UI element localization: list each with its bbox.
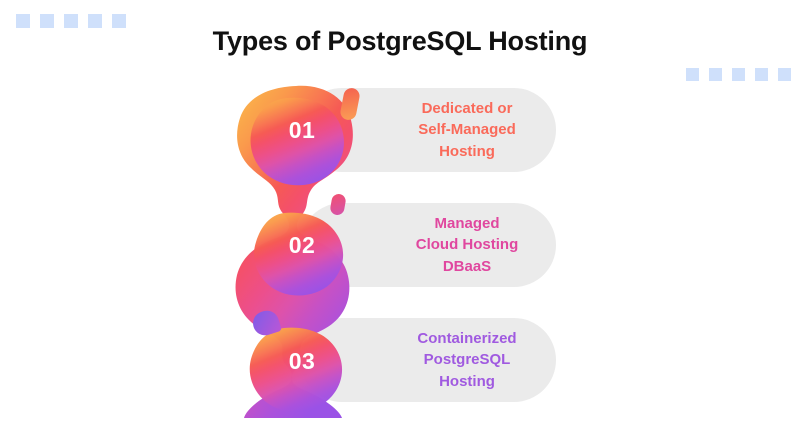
card-1-line-1: Dedicated or	[421, 100, 513, 118]
dot-square	[40, 14, 54, 28]
dot-square	[778, 68, 791, 81]
blob-number-3: 03	[288, 348, 316, 374]
gradient-blob-chain	[235, 85, 353, 418]
hosting-card-3: Containerized PostgreSQL Hosting	[300, 318, 556, 402]
card-3-line-3: Hosting	[439, 372, 495, 390]
dot-square	[112, 14, 126, 28]
hosting-card-2-text: Managed Cloud Hosting DBaaS	[386, 213, 548, 277]
page-title: Types of PostgreSQL Hosting	[212, 26, 588, 56]
dot-square	[88, 14, 102, 28]
dot-square	[732, 68, 745, 81]
dot-square	[709, 68, 722, 81]
blob-number-2: 02	[288, 232, 316, 258]
card-2-line-3: DBaaS	[442, 257, 492, 275]
card-2-line-1: Managed	[434, 215, 500, 233]
dot-square	[64, 14, 78, 28]
dot-square	[755, 68, 768, 81]
blob-number-1: 01	[288, 117, 316, 143]
card-2-line-2: Cloud Hosting	[415, 236, 519, 254]
dot-square	[686, 68, 699, 81]
card-3-line-1: Containerized	[417, 330, 517, 348]
dot-square	[16, 14, 30, 28]
card-1-line-3: Hosting	[439, 142, 495, 160]
hosting-card-2: Managed Cloud Hosting DBaaS	[300, 203, 556, 287]
card-3-line-2: PostgreSQL	[423, 351, 511, 369]
hosting-card-1-text: Dedicated or Self-Managed Hosting	[386, 98, 548, 162]
decorative-dots-top-left	[16, 14, 126, 28]
hosting-card-3-text: Containerized PostgreSQL Hosting	[386, 328, 548, 392]
decorative-dots-top-right	[686, 68, 791, 81]
card-1-line-2: Self-Managed	[418, 121, 516, 139]
